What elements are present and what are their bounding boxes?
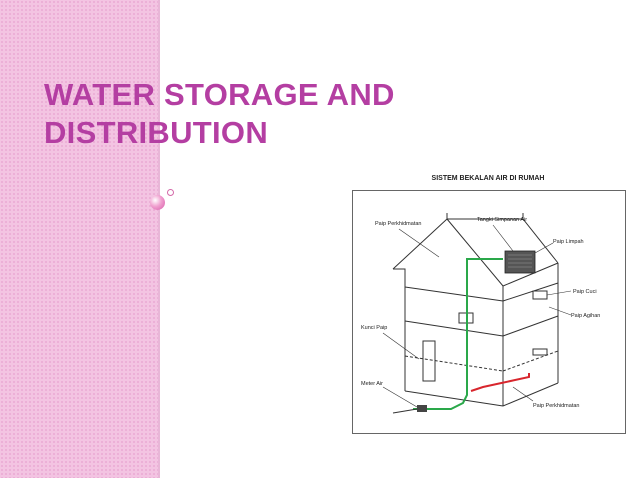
label-kunci-paip: Kunci Paip: [361, 325, 387, 331]
label-paip-perkhidmatan-top: Paip Perkhidmatan: [375, 221, 421, 227]
water-supply-diagram: Paip Perkhidmatan Tangki Simpanan Air Pa…: [352, 190, 626, 434]
label-tangki-simpanan-air: Tangki Simpanan Air: [477, 217, 527, 223]
label-paip-limpah: Paip Limpah: [553, 239, 584, 245]
decorative-bead: [150, 195, 165, 210]
label-paip-agihan: Paip Agihan: [571, 313, 600, 319]
decorative-small-circle: [167, 189, 174, 196]
distribution-pipe-line: [470, 373, 530, 392]
side-band-edge: [158, 0, 160, 478]
label-paip-perkhidmatan-bottom: Paip Perkhidmatan: [533, 403, 579, 409]
label-paip-cuci: Paip Cuci: [573, 289, 597, 295]
service-pipe-line: [413, 258, 503, 410]
title-line-1: WATER STORAGE AND: [44, 77, 395, 112]
title-line-2: DISTRIBUTION: [44, 115, 269, 150]
house-plumbing-illustration: Paip Perkhidmatan Tangki Simpanan Air Pa…: [361, 213, 600, 414]
diagram-title: SISTEM BEKALAN AIR DI RUMAH: [431, 175, 545, 182]
label-meter-air: Meter Air: [361, 381, 383, 387]
decorative-side-band: [0, 0, 160, 478]
slide-title: WATER STORAGE AND DISTRIBUTION: [44, 76, 395, 152]
